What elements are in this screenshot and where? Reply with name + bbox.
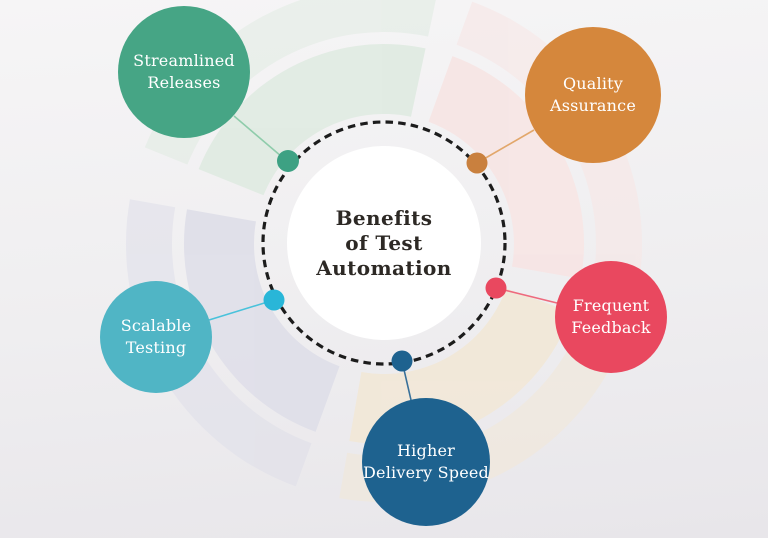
connector-line-streamlined-releases — [233, 115, 289, 163]
benefit-label-scalable-testing: Scalable Testing — [120, 315, 192, 357]
decor-outer-arc-lavender — [125, 199, 312, 487]
benefit-label-higher-delivery-speed: Higher Delivery Speed — [363, 440, 489, 482]
center-circle — [287, 146, 481, 340]
benefit-label-streamlined-releases: Streamlined Releases — [133, 50, 235, 92]
benefit-circle-frequent-feedback: Frequent Feedback — [555, 261, 667, 373]
anchor-dot-higher-delivery-speed — [391, 350, 413, 372]
benefit-circle-quality-assurance: Quality Assurance — [525, 27, 661, 163]
center-title: Benefits of Test Automation — [316, 205, 452, 280]
benefit-label-frequent-feedback: Frequent Feedback — [571, 295, 651, 337]
dashed-ring — [261, 120, 507, 366]
benefit-circle-scalable-testing: Scalable Testing — [100, 281, 212, 393]
decor-segment-green — [198, 44, 426, 196]
connector-line-scalable-testing — [208, 299, 275, 321]
benefit-label-quality-assurance: Quality Assurance — [549, 73, 636, 115]
decor-outer-arc-pink — [456, 1, 643, 289]
benefit-circle-streamlined-releases: Streamlined Releases — [118, 6, 250, 138]
benefit-circle-higher-delivery-speed: Higher Delivery Speed — [362, 398, 490, 526]
decor-segment-lavender — [183, 209, 340, 432]
anchor-dot-quality-assurance — [466, 152, 488, 174]
anchor-dot-scalable-testing — [263, 289, 285, 311]
anchor-dot-frequent-feedback — [485, 277, 507, 299]
anchor-dot-streamlined-releases — [277, 150, 299, 172]
center-title-container: Benefits of Test Automation — [285, 146, 483, 340]
decor-segment-pink — [428, 56, 585, 279]
connector-line-quality-assurance — [476, 129, 535, 164]
